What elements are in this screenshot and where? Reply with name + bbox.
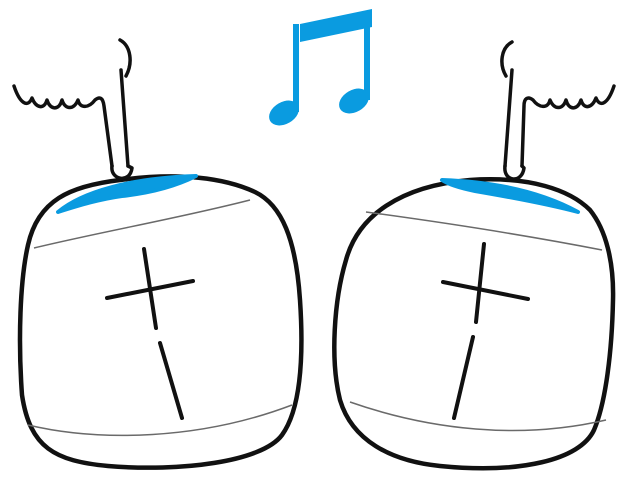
pointing-hand-icon	[502, 42, 614, 179]
speaker-right-body	[334, 179, 613, 468]
speaker-left	[20, 176, 301, 468]
pointing-hand-icon	[14, 40, 132, 178]
music-note-icon	[265, 9, 374, 131]
speaker-right	[334, 179, 613, 468]
